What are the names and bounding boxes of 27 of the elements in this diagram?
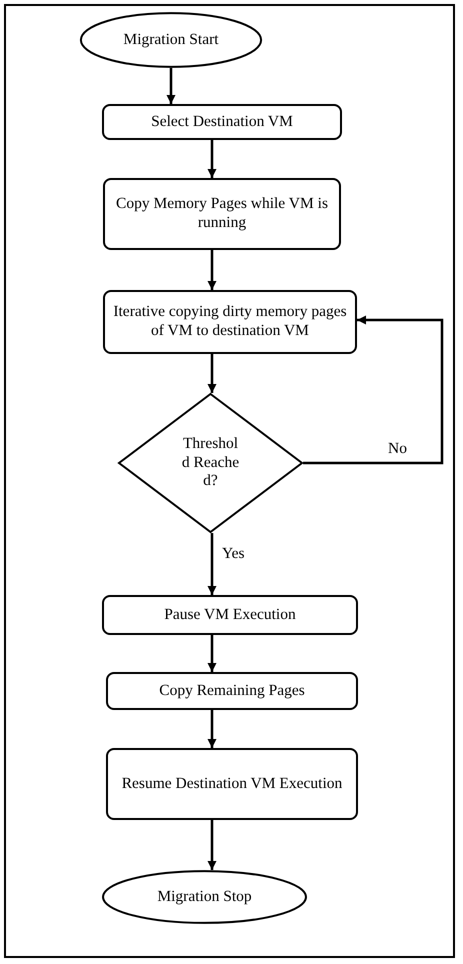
arrow xyxy=(208,635,216,672)
process-box xyxy=(103,290,357,354)
terminal-ellipse xyxy=(80,12,262,68)
process-box xyxy=(103,178,341,250)
arrow xyxy=(208,710,216,748)
process-box xyxy=(102,595,358,635)
terminal-ellipse xyxy=(102,870,307,924)
arrow xyxy=(208,820,216,870)
node-text: Copy Memory Pages while VM is running xyxy=(115,195,329,233)
node-text: Resume Destination VM Execution xyxy=(122,774,342,794)
node-text: Pause VM Execution xyxy=(164,606,296,624)
arrow xyxy=(208,250,216,290)
arrow xyxy=(166,68,176,104)
arrow xyxy=(208,533,216,595)
process-box xyxy=(106,672,358,710)
node-text: Copy Remaining Pages xyxy=(159,682,305,700)
node-text: Select Destination VM xyxy=(151,112,293,132)
node-text: Migration Start xyxy=(123,30,219,50)
node-text: Migration Stop xyxy=(157,888,252,906)
decision-diamond xyxy=(118,393,303,533)
node-text: Threshold Reached? xyxy=(180,435,240,491)
arrow xyxy=(303,316,444,464)
process-box xyxy=(102,104,342,140)
arrow xyxy=(208,140,216,178)
process-box xyxy=(106,748,358,820)
node-text: Iterative copying dirty memory pages of VM to destination VM xyxy=(112,303,348,341)
arrow xyxy=(208,354,216,393)
